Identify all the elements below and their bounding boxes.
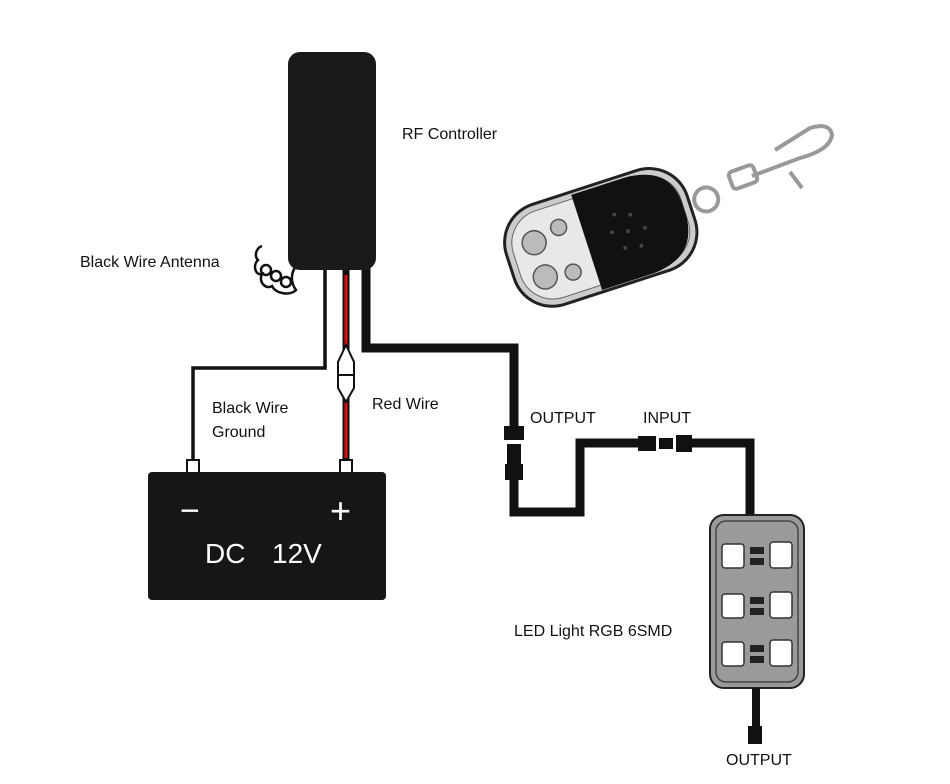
- ground-label-line2: Ground: [212, 424, 266, 441]
- antenna-coil: [253, 244, 301, 295]
- battery-plus: +: [330, 490, 352, 531]
- led-module: [709, 514, 805, 744]
- remote-key-fob: [503, 166, 721, 308]
- led-input-cable: [690, 438, 755, 520]
- rf-controller-label: RF Controller: [402, 126, 498, 143]
- battery: [148, 459, 386, 600]
- output-connector: [504, 426, 524, 480]
- battery-dc: DC: [205, 538, 246, 569]
- battery-minus: −: [180, 492, 200, 530]
- inline-fuse: [337, 342, 355, 405]
- black-ground-wire: [191, 268, 327, 462]
- rf-controller-box: [288, 52, 376, 270]
- keyring-clasp: [726, 124, 835, 191]
- controller-output-label: OUTPUT: [530, 410, 596, 427]
- ground-label-line1: Black Wire: [212, 400, 289, 417]
- input-connector: [638, 435, 692, 452]
- battery-voltage: 12V: [272, 538, 322, 569]
- led-light-label: LED Light RGB 6SMD: [514, 623, 673, 640]
- led-input-label: INPUT: [643, 410, 691, 427]
- red-wire-label: Red Wire: [372, 396, 439, 413]
- extension-cable: [509, 438, 640, 517]
- controller-output-cable: [361, 268, 519, 428]
- antenna-label: Black Wire Antenna: [80, 254, 220, 271]
- led-output-label: OUTPUT: [726, 752, 792, 769]
